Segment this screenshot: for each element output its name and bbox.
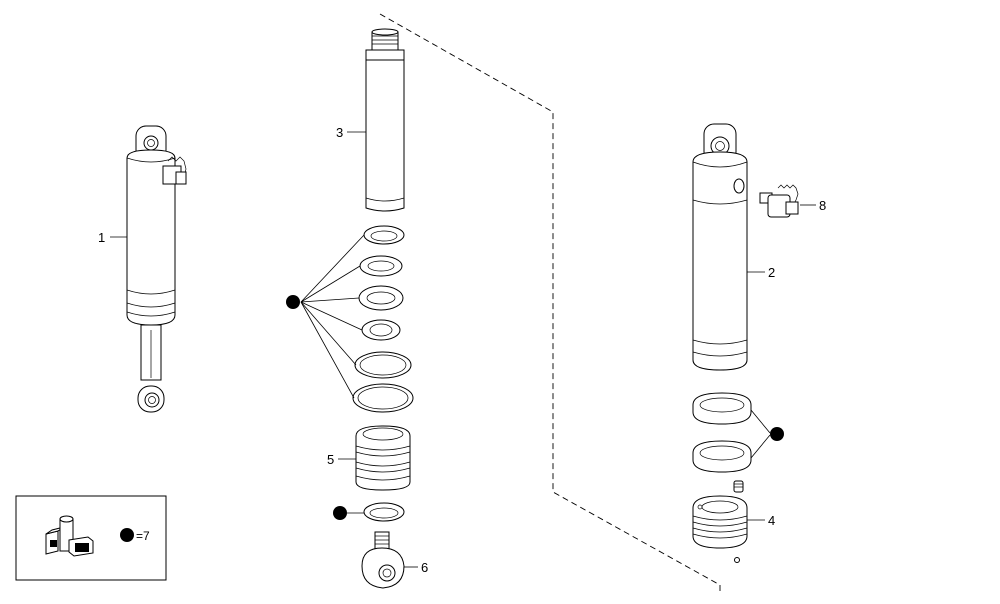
callout-4: 4 — [768, 513, 775, 528]
kit-boxes-icon — [45, 515, 94, 557]
piston-rod-part-3 — [365, 28, 405, 212]
piston-part-5 — [355, 425, 411, 491]
gland-nut-part-4 — [692, 495, 748, 563]
callout-2: 2 — [768, 265, 775, 280]
assembly-dashed-line — [379, 13, 721, 592]
kit-marker-dot-legend — [120, 528, 134, 542]
cylinder-assembly-part-1 — [126, 125, 187, 413]
callout-3: 3 — [336, 125, 343, 140]
kit-marker-dot-right-rings — [770, 427, 784, 441]
grease-fitting-part-8 — [759, 184, 799, 218]
callout-1: 1 — [98, 230, 105, 245]
leader-line-right-ring-b — [750, 434, 771, 459]
seal-kit-leader-lines — [300, 234, 365, 399]
grub-screw — [733, 480, 744, 493]
kit-marker-dot-lower-ring — [333, 506, 347, 520]
seal-rings-stack — [352, 225, 414, 413]
rod-eye-part-6 — [361, 531, 405, 589]
callout-5: 5 — [327, 452, 334, 467]
kit-marker-dot-seals — [286, 295, 300, 309]
kit-legend-label: =7 — [136, 529, 150, 543]
right-seal-rings — [692, 392, 752, 473]
cylinder-barrel-part-2 — [692, 123, 748, 371]
leader-line-right-ring-a — [750, 409, 771, 434]
callout-6: 6 — [421, 560, 428, 575]
kit-legend-box: =7 — [15, 495, 167, 581]
callout-8: 8 — [819, 198, 826, 213]
